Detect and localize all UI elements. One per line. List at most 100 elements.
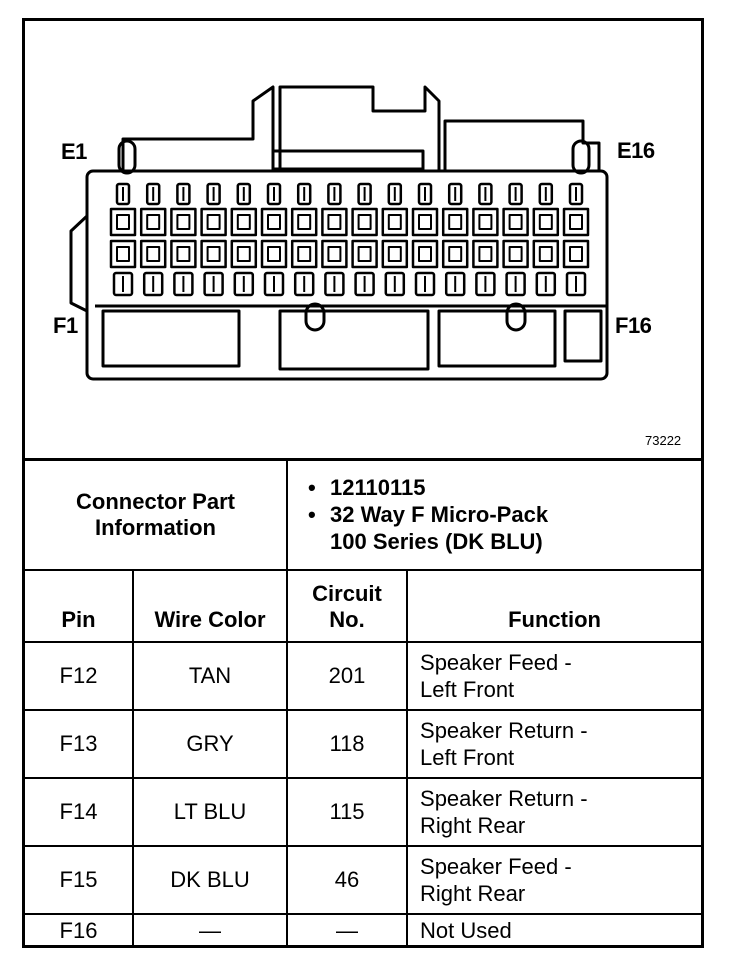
cavity-f-row-inner (538, 246, 553, 262)
cavity-bottom-slot (384, 271, 406, 297)
cavity-e-row-inner (387, 214, 402, 230)
cavity-e-row (321, 207, 348, 237)
cavity-e-row-inner (327, 214, 342, 230)
cavity-f-row (230, 239, 258, 269)
cavity-top-slot (236, 182, 252, 206)
table-row: F15 DK BLU 46 Speaker Feed -Right Rear (25, 844, 702, 915)
latch-bar (271, 149, 425, 171)
cavity-top-slot (357, 182, 372, 206)
cavity-e-row-inner (418, 214, 432, 230)
lower-center-panel (278, 309, 430, 371)
cavity-f-row (562, 239, 590, 269)
cavity-f-row (532, 239, 560, 269)
cavity-e-row (260, 207, 288, 237)
label-f16: F16 (615, 313, 652, 338)
part-description-cont: 100 Series (DK BLU) (330, 529, 543, 555)
cavity-bottom-slot (475, 271, 496, 297)
cavity-e-row (381, 207, 409, 237)
function-cell: Not Used (406, 912, 702, 947)
cavity-bottom-slot (444, 271, 466, 297)
cavity-e-row (230, 207, 258, 237)
cavity-bottom-slot (354, 271, 375, 297)
cavity-f-row-inner (448, 246, 463, 262)
cavity-bottom-slot (414, 271, 436, 297)
cavity-top-slot (266, 182, 282, 206)
cavity-top-slot (206, 182, 221, 206)
cavity-f-row (381, 239, 409, 269)
cavity-top-slot (417, 182, 433, 206)
table-row: F16 — — Not Used (25, 912, 702, 947)
wire-color-cell: TAN (131, 640, 289, 711)
cavity-bottom-slot (293, 271, 315, 297)
connector-diagram: E1 E16 F1 F16 73222 (25, 21, 701, 458)
cavity-f-row (139, 239, 167, 269)
cavity-top-slot (387, 182, 403, 206)
function-cell: Speaker Return -Right Rear (406, 776, 702, 847)
cavity-f-row (109, 239, 137, 269)
header-function: Function (406, 568, 702, 643)
function-cell: Speaker Feed -Left Front (406, 640, 702, 711)
cavity-bottom-slot (535, 271, 557, 297)
cavity-e-row-inner (297, 214, 312, 230)
key-notch-right (505, 302, 527, 332)
pin-cell: F16 (25, 912, 134, 947)
cavity-e-row-inner (448, 214, 463, 230)
cavity-e-row (351, 207, 378, 237)
cavity-e-row (139, 207, 167, 237)
cavity-f-row (321, 239, 348, 269)
pin-cell: F13 (25, 708, 134, 779)
cavity-f-row (502, 239, 529, 269)
connector-info-table: Connector Part Information •12110115 •32… (25, 458, 702, 947)
cavity-f-row-inner (508, 246, 523, 262)
cavity-f-row-inner (116, 246, 130, 262)
cavity-bottom-slot (263, 271, 285, 297)
label-e16: E16 (617, 138, 655, 163)
connector-housing (85, 169, 609, 381)
header-wire-color: Wire Color (131, 568, 289, 643)
cavity-bottom-slot (112, 271, 134, 297)
cavity-bottom-slot (233, 271, 255, 297)
cavity-f-row-inner (387, 246, 402, 262)
connector-drawing (69, 85, 609, 381)
cavity-f-row (260, 239, 288, 269)
cavity-top-slot (176, 182, 191, 206)
cavity-f-row (351, 239, 378, 269)
cavity-top-slot (478, 182, 493, 206)
right-top-latch (443, 119, 601, 171)
cavity-e-row-inner (267, 214, 281, 230)
cavity-f-row-inner (569, 246, 583, 262)
cavity-e-row (562, 207, 590, 237)
wire-color-cell: GRY (131, 708, 289, 779)
cavity-top-slot (568, 182, 584, 206)
left-top-latch (121, 85, 275, 171)
cavity-top-slot (538, 182, 554, 206)
cavity-f-row-inner (418, 246, 432, 262)
left-ear (69, 214, 89, 313)
cavity-f-row (472, 239, 499, 269)
cavity-f-row-inner (357, 246, 372, 262)
table-row: F14 LT BLU 115 Speaker Return -Right Rea… (25, 776, 702, 847)
cavity-e-row-inner (206, 214, 221, 230)
part-info-row: Connector Part Information •12110115 •32… (25, 458, 702, 571)
cavity-top-slot (447, 182, 463, 206)
cavity-e-row (441, 207, 469, 237)
page-frame: E1 E16 F1 F16 73222 Connector Part Infor… (22, 18, 704, 948)
cavity-bottom-slot (565, 271, 587, 297)
cavity-e-row-inner (538, 214, 553, 230)
circuit-cell: 115 (286, 776, 409, 847)
key-slot-e1 (117, 139, 137, 175)
cavity-f-row-inner (176, 246, 191, 262)
cavity-bottom-slot (324, 271, 345, 297)
cavity-e-row-inner (176, 214, 191, 230)
cavity-f-row (200, 239, 227, 269)
cavity-e-row-inner (146, 214, 161, 230)
circuit-cell: 118 (286, 708, 409, 779)
cavity-e-row-inner (236, 214, 251, 230)
cavity-grid (109, 182, 590, 297)
part-info-label: Connector Part Information (25, 458, 289, 571)
cavity-bottom-slot (505, 271, 526, 297)
center-top-latch (278, 85, 441, 171)
table-row: F12 TAN 201 Speaker Feed -Left Front (25, 640, 702, 711)
wire-color-cell: DK BLU (131, 844, 289, 915)
lower-far-right-panel (563, 309, 603, 363)
